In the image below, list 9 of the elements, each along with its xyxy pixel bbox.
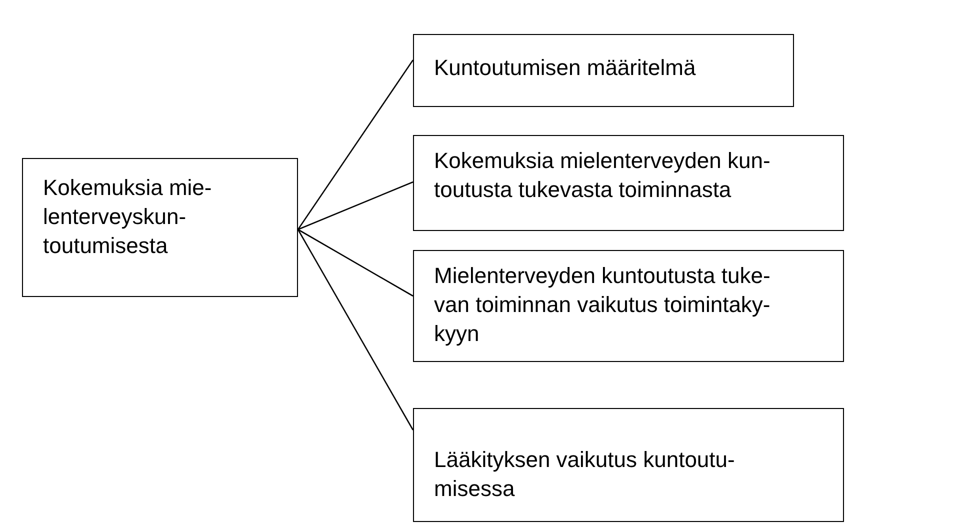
text-box: Lääkityksen vaikutus kuntoutu- misessa bbox=[413, 408, 844, 522]
connector-line bbox=[298, 228, 414, 297]
text-box: Kokemuksia mielenterveyden kun- toutusta tukevasta toiminnasta bbox=[413, 135, 844, 231]
text-box: Mielenterveyden kuntoutusta tuke- van toiminnan vaikutus toimintaky- kyyn bbox=[413, 250, 844, 362]
text-box: Kuntoutumisen määritelmä bbox=[413, 34, 794, 107]
connector-line bbox=[297, 60, 414, 230]
connector-line bbox=[298, 181, 414, 230]
connector-line bbox=[297, 229, 414, 430]
text-box: Kokemuksia mie- lenterveyskun- toutumisesta bbox=[22, 158, 298, 297]
